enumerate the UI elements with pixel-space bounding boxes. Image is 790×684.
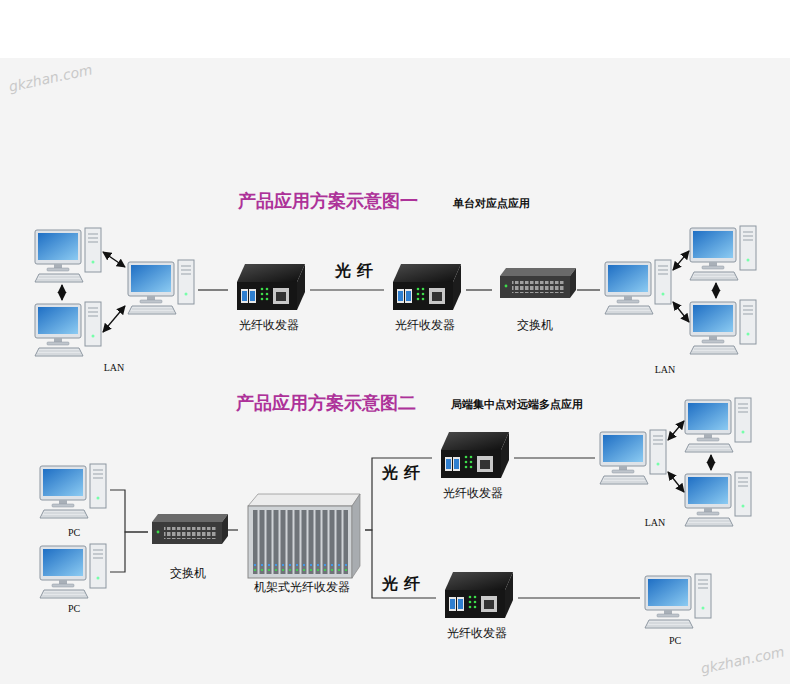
fiber-transceiver: 光纤收发器 <box>436 566 518 644</box>
fiber-link <box>110 532 148 572</box>
lan-group: LAN <box>30 225 198 375</box>
device-label: PC <box>669 635 681 646</box>
fiber-transceiver: 光纤收发器 <box>432 426 514 504</box>
pc: PC <box>38 542 110 616</box>
fiber-link <box>518 597 640 598</box>
edge-label: 光 纤 <box>380 574 422 595</box>
pc: PC <box>640 570 710 648</box>
fiber-link <box>310 289 384 290</box>
diagram-subtitle: 单台对应点应用 <box>453 196 530 211</box>
device-label: LAN <box>104 362 125 373</box>
fiber-link <box>198 289 228 290</box>
device-label: 光纤收发器 <box>239 317 299 334</box>
switch: 交换机 <box>492 262 577 336</box>
pc: PC <box>38 462 110 540</box>
diagram-title: 产品应用方案示意图一 <box>238 189 418 213</box>
fiber-link <box>110 490 148 532</box>
rack-transceiver: 机架式光纤收发器 <box>238 488 365 598</box>
fiber-link <box>514 457 595 458</box>
fiber-link <box>365 530 436 598</box>
fiber-transceiver: 光纤收发器 <box>228 258 310 336</box>
device-label: 机架式光纤收发器 <box>254 579 350 596</box>
fiber-link <box>577 289 600 290</box>
watermark: gkzhan.com <box>7 61 93 94</box>
edge-label: 光 纤 <box>380 463 422 484</box>
device-label: 光纤收发器 <box>447 625 507 642</box>
device-label: LAN <box>645 517 666 528</box>
device-label: 光纤收发器 <box>443 485 503 502</box>
device-label: LAN <box>655 364 676 375</box>
device-label: 光纤收发器 <box>395 317 455 334</box>
switch: 交换机 <box>148 508 228 584</box>
device-label: PC <box>68 527 80 538</box>
device-label: 交换机 <box>170 565 206 582</box>
edge-label: 光 纤 <box>333 261 375 282</box>
top-band <box>0 0 790 58</box>
fiber-link <box>365 458 432 530</box>
lan-group: LAN <box>595 396 715 530</box>
fiber-link <box>228 529 238 530</box>
diagram-subtitle: 局端集中点对远端多点应用 <box>451 397 583 412</box>
device-label: 交换机 <box>517 317 553 334</box>
device-label: PC <box>68 603 80 614</box>
fiber-transceiver: 光纤收发器 <box>384 258 466 336</box>
lan-group: LAN <box>600 225 730 377</box>
watermark: gkzhan.com <box>699 643 785 676</box>
fiber-link <box>466 289 492 290</box>
diagram-title: 产品应用方案示意图二 <box>236 391 416 415</box>
